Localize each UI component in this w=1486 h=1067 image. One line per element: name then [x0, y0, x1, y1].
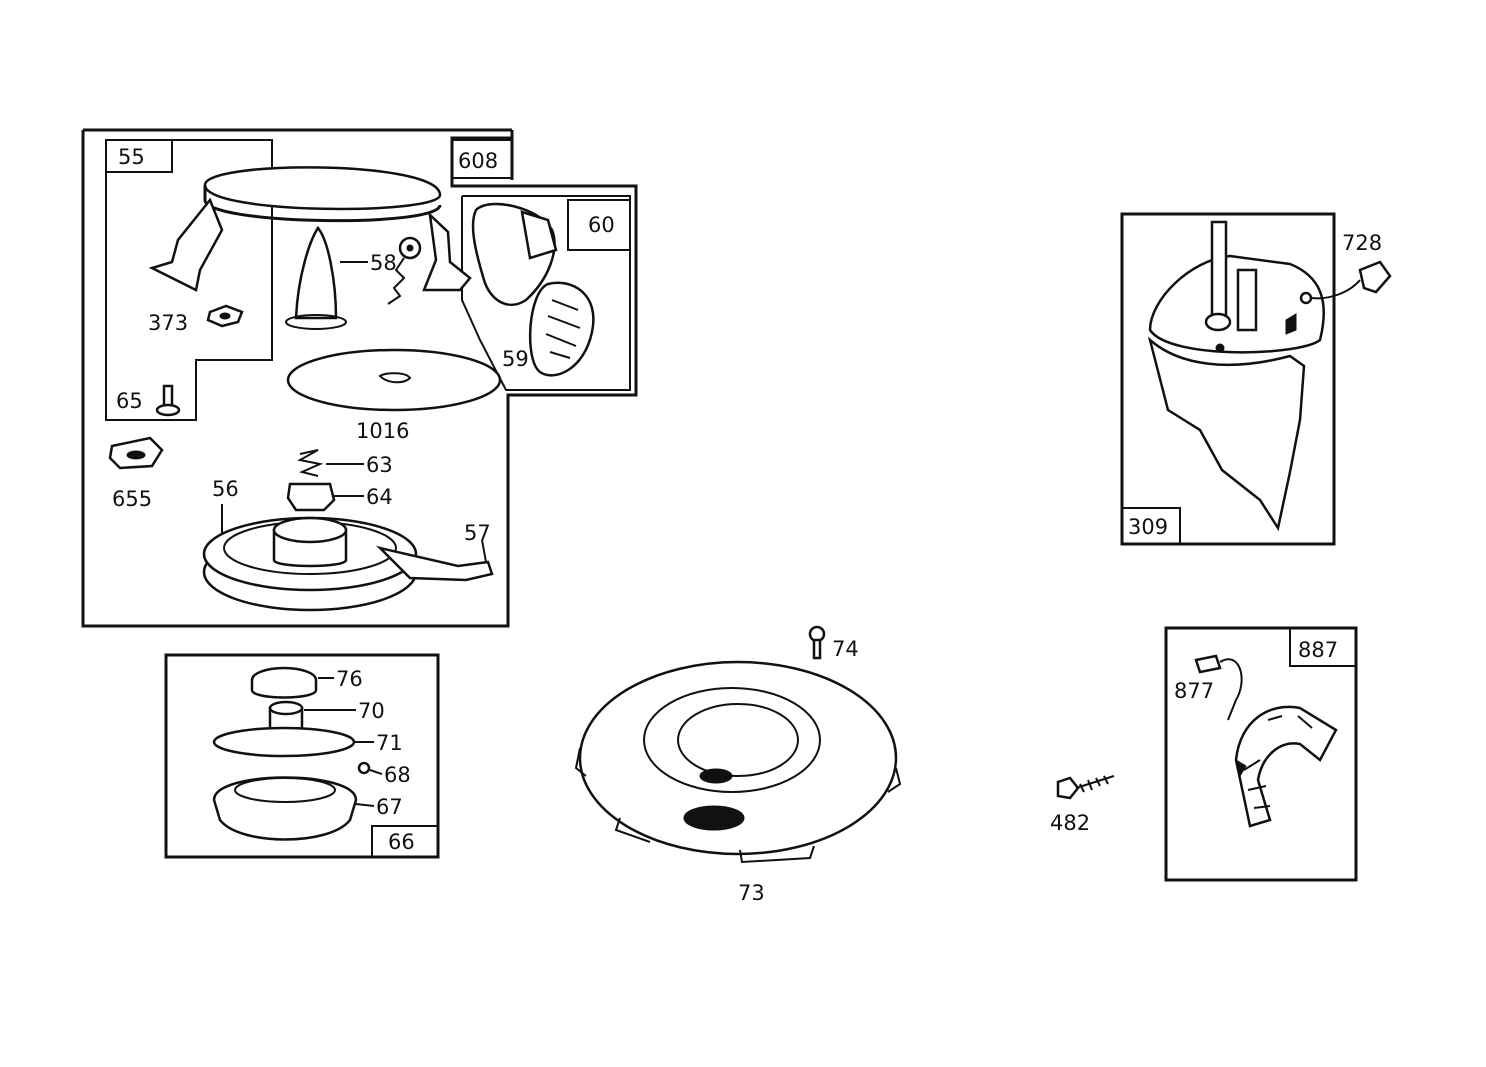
screen-mesh: [683, 768, 745, 831]
clip-part-728: 728: [1311, 231, 1392, 300]
plate-part-1016: 1016: [286, 348, 502, 443]
part-label-482: 482: [1050, 811, 1090, 835]
part-label-373: 373: [148, 311, 188, 335]
retainer-part-63-64: 63 64: [286, 449, 393, 512]
nut-part-373: 373: [148, 304, 244, 335]
screw-part-74: 74: [808, 625, 859, 661]
part-label-59: 59: [502, 347, 529, 371]
part-label-66: 66: [388, 830, 415, 854]
starter-housing: [148, 166, 472, 330]
part-label-76: 76: [336, 667, 363, 691]
part-label-309: 309: [1128, 515, 1168, 539]
armature-box: 887 877: [1164, 626, 1358, 882]
handle-box: 60: [461, 195, 631, 391]
part-label-68: 68: [384, 763, 411, 787]
air-guide-box: 309: [1120, 212, 1336, 546]
part-label-60: 60: [588, 213, 615, 237]
part-label-56: 56: [212, 477, 239, 501]
part-label-64: 64: [366, 485, 393, 509]
bolt-part-482: 482: [1050, 775, 1115, 835]
starter-handle-60: [471, 202, 558, 306]
rotating-screen-part-73: 73: [574, 660, 902, 905]
handle-insert-59: 59: [502, 281, 595, 377]
clutch-assembly-box: 66 76 70 71 68 67: [164, 653, 440, 859]
pulley-part-56: 56 57: [202, 477, 494, 612]
part-label-63: 63: [366, 453, 393, 477]
part-label-887: 887: [1298, 638, 1338, 662]
part-label-1016: 1016: [356, 419, 409, 443]
part-label-728: 728: [1342, 231, 1382, 255]
housing-kit-box: 55: [105, 139, 273, 421]
part-label-74: 74: [832, 637, 859, 661]
screw-part-65: 65: [116, 384, 181, 417]
gasket-part-655: 655: [108, 436, 164, 511]
part-label-655: 655: [112, 487, 152, 511]
part-label-73: 73: [738, 881, 765, 905]
part-label-67: 67: [376, 795, 403, 819]
part-label-70: 70: [358, 699, 385, 723]
part-label-65: 65: [116, 389, 143, 413]
handle-kit-label: 608: [451, 139, 513, 179]
part-label-877: 877: [1174, 679, 1214, 703]
part-label-58: 58: [370, 251, 397, 275]
part-label-57: 57: [464, 521, 491, 545]
part-label-55: 55: [118, 145, 145, 169]
part-label-608: 608: [458, 149, 498, 173]
part-label-71: 71: [376, 731, 403, 755]
spring-part-58: 58: [340, 236, 422, 305]
